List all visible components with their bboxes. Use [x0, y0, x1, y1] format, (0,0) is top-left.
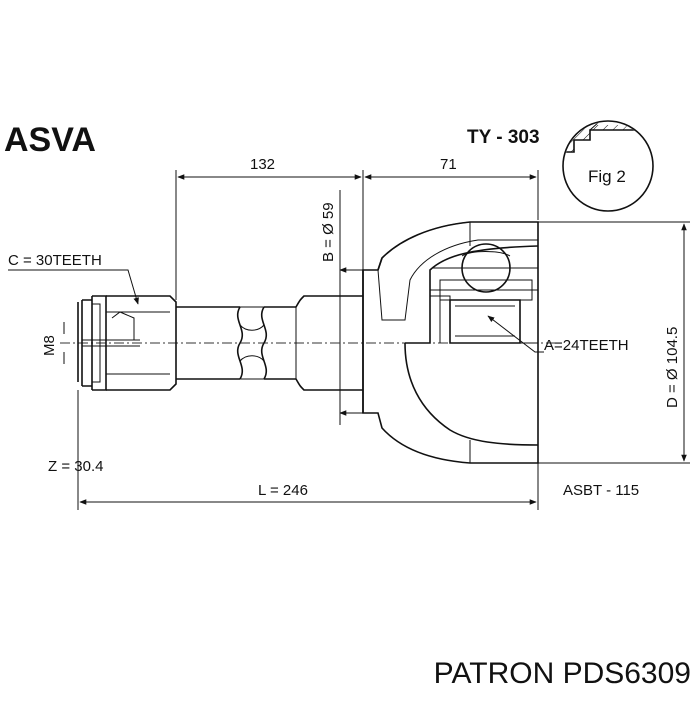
fig-2-label: Fig 2	[588, 167, 626, 186]
bottom-dimensions: Z = 30.4 L = 246 ASBT - 115	[48, 390, 639, 510]
outer-diameter-dimension: D = Ø 104.5	[538, 221, 690, 464]
dim-71: 71	[440, 156, 457, 173]
dim-z: Z = 30.4	[48, 458, 103, 475]
footer-part-number: PATRON PDS6309	[434, 657, 691, 690]
dim-abs: ASBT - 115	[563, 482, 639, 499]
bell-housing	[362, 221, 539, 464]
dim-outer-diameter: D = Ø 104.5	[664, 327, 681, 408]
model-label: TY - 303	[467, 127, 540, 148]
label-spline-outer: C = 30TEETH	[8, 252, 102, 269]
top-dimensions: 132 71	[175, 156, 539, 300]
shaft	[77, 269, 364, 414]
label-spline-inner: A=24TEETH	[544, 337, 629, 354]
brand-label: ASVA	[4, 121, 96, 159]
fig-2-detail: Fig 2	[562, 120, 654, 212]
dim-bore: B = Ø 59	[320, 202, 337, 262]
dim-total-length: L = 246	[258, 482, 308, 499]
callouts: C = 30TEETH A=24TEETH M8	[8, 252, 629, 364]
label-thread: M8	[41, 335, 58, 356]
dim-132: 132	[250, 156, 275, 173]
